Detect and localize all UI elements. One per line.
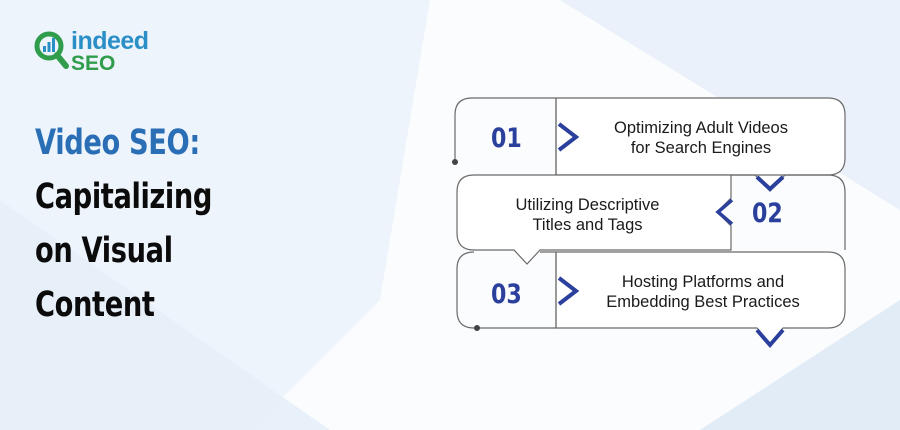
magnifier-bar-chart-icon (34, 31, 69, 69)
step-2-box (456, 174, 732, 265)
chevron-down-icon (755, 328, 785, 349)
step-1-outline-left (454, 97, 473, 162)
bg-triangle-bottom (0, 200, 330, 430)
title-line-1: Video SEO: (35, 123, 200, 163)
step-2-text: Utilizing Descriptive Titles and Tags (515, 196, 660, 234)
title-line-3: on Visual (35, 231, 173, 271)
chevron-left-icon (715, 198, 734, 226)
step-2-number: 02 (752, 198, 783, 229)
step-1-number: 01 (491, 123, 522, 154)
brand-logo[interactable]: indeed SEO (33, 27, 173, 76)
step-3-end-dot (474, 325, 480, 331)
step-3-text: Hosting Platforms and Embedding Best Pra… (606, 273, 800, 311)
step-3-number: 03 (491, 279, 522, 310)
step-3-outline-left (456, 251, 556, 329)
chevron-right-icon (557, 122, 580, 152)
chevron-right-icon (557, 276, 580, 306)
brand-name-primary: indeed (71, 27, 149, 55)
title-line-4: Content (35, 285, 155, 325)
chevron-down-icon (755, 175, 785, 192)
step-2-outline-right (731, 174, 846, 250)
step-1-end-dot (452, 159, 458, 165)
title-line-2: Capitalizing (35, 177, 213, 217)
step-1-text: Optimizing Adult Videos for Search Engin… (614, 119, 788, 157)
brand-name-secondary: SEO (71, 52, 116, 75)
page-title: Video SEO: Capitalizing on Visual Conten… (35, 116, 269, 332)
bg-triangle-right (700, 300, 900, 430)
step-3-box (555, 251, 846, 345)
